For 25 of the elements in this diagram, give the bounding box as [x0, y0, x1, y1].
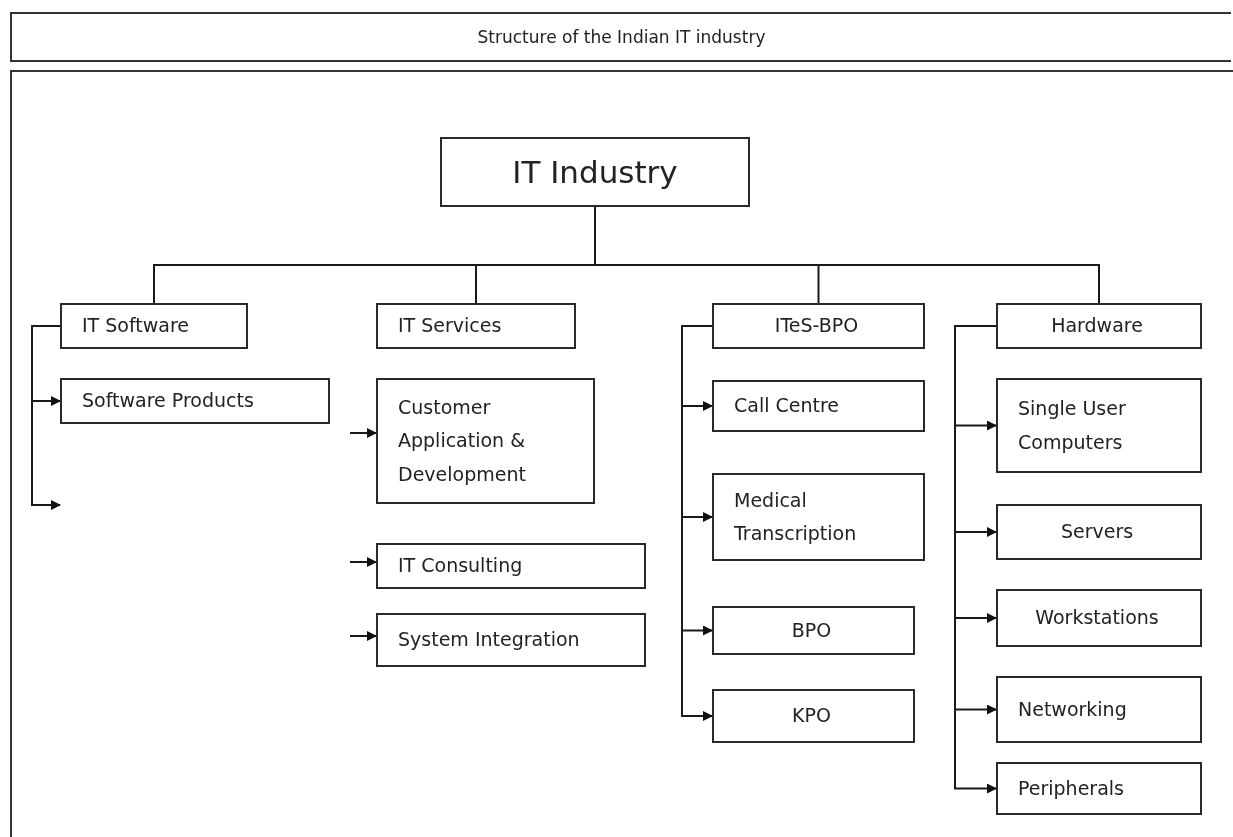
category-box: BPO	[712, 606, 915, 655]
category-box: System Integration	[376, 613, 646, 667]
arrow	[349, 557, 377, 567]
category-box: IT Software	[60, 303, 248, 349]
category-box: Hardware	[996, 303, 1202, 349]
category-box: Single User Computers	[996, 378, 1202, 473]
category-box: ITeS-BPO	[712, 303, 925, 349]
root-box: IT Industry	[440, 137, 750, 207]
category-box: Workstations	[996, 589, 1202, 647]
category-box: Software Products	[60, 378, 330, 424]
arrow	[681, 325, 713, 721]
category-box: Medical Transcription	[712, 473, 925, 561]
category-box: Networking	[996, 676, 1202, 743]
arrow	[349, 428, 377, 438]
category-box: IT Consulting	[376, 543, 646, 589]
arrow	[954, 325, 997, 794]
category-box: IT Services	[376, 303, 576, 349]
arrow	[31, 325, 61, 510]
category-box: Customer Application & Development	[376, 378, 595, 504]
category-box: Call Centre	[712, 380, 925, 432]
category-box: Servers	[996, 504, 1202, 560]
arrow	[349, 631, 377, 641]
category-box: Peripherals	[996, 762, 1202, 815]
category-box: KPO	[712, 689, 915, 743]
diagram-title: Structure of the Indian IT industry	[477, 27, 766, 47]
